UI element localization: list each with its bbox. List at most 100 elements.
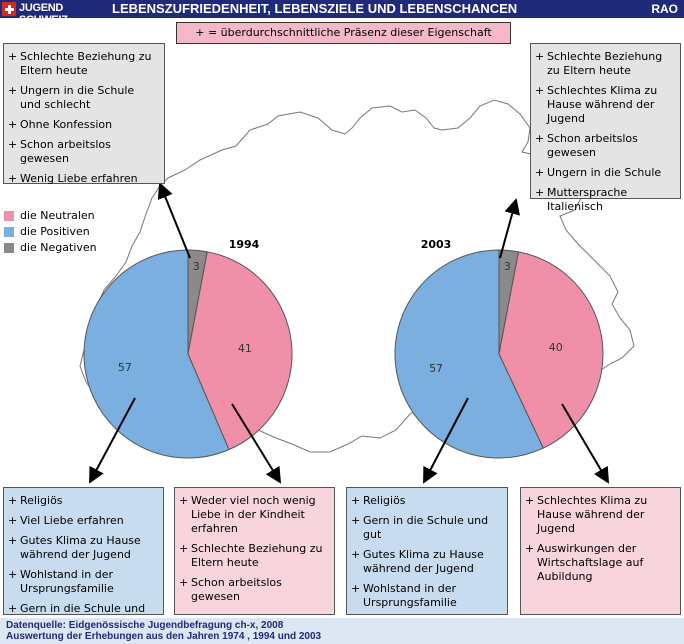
legend-item-neutral: die Neutralen — [4, 208, 97, 224]
connector-arrow — [231, 403, 282, 484]
list-item-text: Muttersprache Italienisch — [547, 186, 628, 213]
list-item: +Schon arbeitslos gewesen — [179, 576, 328, 604]
plus-icon: + — [8, 494, 18, 507]
list-item: +Schlechte Beziehung zu Eltern heute — [535, 50, 674, 78]
plus-icon: + — [535, 132, 545, 145]
list-item-text: Wohlstand in der Ursprungsfamilie — [363, 582, 457, 609]
plus-icon: + — [8, 514, 18, 527]
pie-slice — [498, 251, 604, 449]
plus-icon: + — [535, 186, 545, 199]
plus-icon: + — [535, 50, 545, 63]
list-item-text: Ungern in die Schule und schlecht — [20, 84, 135, 111]
legend-swatch-negative — [4, 243, 14, 253]
list-item: +Religiös — [8, 494, 157, 508]
connector-arrow — [561, 403, 610, 484]
list-item: +Ungern in die Schule — [535, 166, 674, 180]
list-item-text: Schlechte Beziehung zu Eltern heute — [191, 542, 323, 569]
pie-data-label: 57 — [429, 362, 443, 375]
pie-title-1994: 1994 — [229, 238, 260, 251]
box-neutral-1994: +Weder viel noch wenig Liebe in der Kind… — [174, 487, 335, 615]
box-neutral-2003: +Schlechtes Klima zu Hause während der J… — [520, 487, 681, 615]
pie-title-2003: 2003 — [421, 238, 452, 251]
box-positive-1994: +Religiös+Viel Liebe erfahren+Gutes Klim… — [3, 487, 164, 629]
list-item-text: Schon arbeitslos gewesen — [547, 132, 638, 159]
arrows — [89, 182, 610, 484]
legend-item-positive: die Positiven — [4, 224, 97, 240]
plus-icon: + — [8, 602, 18, 615]
plus-icon: + — [525, 542, 535, 555]
list-item-text: Weder viel noch wenig Liebe in der Kindh… — [191, 494, 316, 535]
legend-swatch-neutral — [4, 211, 14, 221]
list-item: +Wenig Liebe erfahren — [8, 172, 158, 186]
plus-icon: + — [179, 576, 189, 589]
plus-icon: + — [351, 548, 361, 561]
page-title: LEBENSZUFRIEDENHEIT, LEBENSZIELE UND LEB… — [112, 1, 518, 16]
box-negative-2003: +Schlechte Beziehung zu Eltern heute+Sch… — [530, 43, 681, 213]
plus-icon: + — [351, 494, 361, 507]
list-item-text: Wohlstand in der Ursprungsfamilie — [20, 568, 114, 595]
legend-swatch-positive — [4, 227, 14, 237]
box-negative-1994: +Schlechte Beziehung zu Eltern heute+Ung… — [3, 43, 165, 186]
list-item: +Gutes Klima zu Hause während der Jugend — [351, 548, 501, 576]
plus-icon: + — [179, 542, 189, 555]
pie-data-label: 41 — [238, 342, 252, 355]
list-item: +Gern in die Schule und gut — [351, 514, 501, 542]
list-item-text: Schlechte Beziehung zu Eltern heute — [20, 50, 152, 77]
list-item-text: Gutes Klima zu Hause während der Jugend — [20, 534, 141, 561]
list-item-text: Schon arbeitslos gewesen — [191, 576, 282, 603]
list-item-text: Religiös — [20, 494, 63, 507]
swiss-cross-icon — [2, 2, 16, 16]
list-item-text: Religiös — [363, 494, 406, 507]
connector-arrow — [499, 198, 520, 259]
legend: die Neutralen die Positiven die Negative… — [4, 208, 97, 256]
list-item-text: Gutes Klima zu Hause während der Jugend — [363, 548, 484, 575]
plus-icon: + — [535, 84, 545, 97]
header-bar: JUGEND SCHWEIZ LEBENSZUFRIEDENHEIT, LEBE… — [0, 0, 684, 26]
list-item-text: Schon arbeitslos gewesen — [20, 138, 111, 165]
list-item: +Ungern in die Schule und schlecht — [8, 84, 158, 112]
list-item: +Schlechte Beziehung zu Eltern heute — [179, 542, 328, 570]
legend-note: + = überdurchschnittliche Präsenz dieser… — [176, 22, 511, 44]
list-item: +Wohlstand in der Ursprungsfamilie — [351, 582, 501, 610]
list-item: +Religiös — [351, 494, 501, 508]
list-item: +Viel Liebe erfahren — [8, 514, 157, 528]
plus-icon: + — [8, 84, 18, 97]
list-item: +Schlechtes Klima zu Hause während der J… — [535, 84, 674, 126]
legend-label-positive: die Positiven — [20, 225, 90, 238]
list-item-text: Schlechtes Klima zu Hause während der Ju… — [547, 84, 658, 125]
list-item: +Auswirkungen der Wirtschaftslage auf Au… — [525, 542, 674, 584]
plus-icon: + — [179, 494, 189, 507]
pie-data-label: 3 — [193, 260, 200, 273]
connector-arrow — [89, 397, 136, 484]
pie-1994: 3 41 57 — [83, 249, 293, 459]
list-item: +Schlechtes Klima zu Hause während der J… — [525, 494, 674, 536]
footer: Datenquelle: Eidgenössische Jugendbefrag… — [0, 618, 684, 644]
logo-text: JUGEND SCHWEIZ — [19, 2, 68, 26]
pie-data-label: 57 — [118, 361, 132, 374]
list-item: +Ohne Konfession — [8, 118, 158, 132]
plus-icon: + — [8, 118, 18, 131]
plus-icon: + — [535, 166, 545, 179]
footer-source: Datenquelle: Eidgenössische Jugendbefrag… — [6, 620, 284, 631]
logo: JUGEND SCHWEIZ — [0, 0, 100, 26]
list-item-text: Auswirkungen der Wirtschaftslage auf Aub… — [537, 542, 644, 583]
plus-icon: + — [351, 514, 361, 527]
connector-arrow — [157, 182, 191, 259]
list-item-text: Ohne Konfession — [20, 118, 113, 131]
list-item-text: Gern in die Schule und gut — [363, 514, 489, 541]
list-item: +Muttersprache Italienisch — [535, 186, 674, 214]
list-item: +Wohlstand in der Ursprungsfamilie — [8, 568, 157, 596]
list-item: +Gutes Klima zu Hause während der Jugend — [8, 534, 157, 562]
plus-icon: + — [525, 494, 535, 507]
legend-label-neutral: die Neutralen — [20, 209, 95, 222]
pie-slice — [187, 251, 293, 451]
footer-note: Auswertung der Erhebungen aus den Jahren… — [6, 631, 322, 642]
plus-icon: + — [8, 568, 18, 581]
box-positive-2003: +Religiös+Gern in die Schule und gut+Gut… — [346, 487, 508, 629]
list-item-text: Ungern in die Schule — [547, 166, 662, 179]
connector-arrow — [423, 397, 469, 484]
plus-icon: + — [8, 50, 18, 63]
list-item: +Schon arbeitslos gewesen — [8, 138, 158, 166]
